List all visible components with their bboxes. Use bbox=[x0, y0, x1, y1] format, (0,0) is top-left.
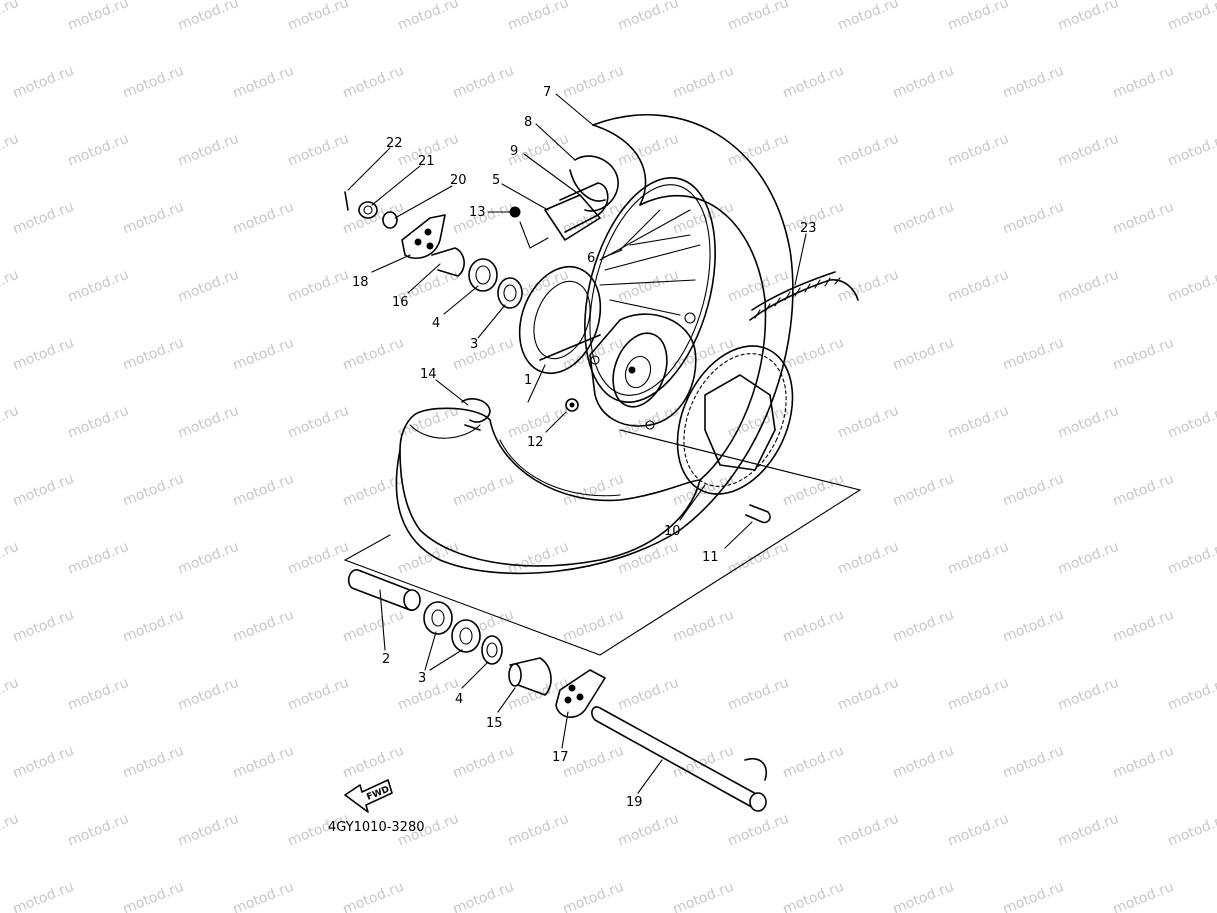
callout-22: 22 bbox=[386, 136, 403, 151]
callout-3a: 3 bbox=[470, 337, 478, 352]
callout-17: 17 bbox=[552, 750, 569, 765]
callout-14: 14 bbox=[420, 367, 437, 382]
tube-and-rim-band bbox=[544, 155, 619, 241]
callout-4a: 4 bbox=[432, 316, 440, 331]
callout-8: 8 bbox=[524, 115, 532, 130]
lower-parts bbox=[347, 569, 606, 718]
leader-lines bbox=[347, 93, 807, 794]
callout-7: 7 bbox=[543, 85, 551, 100]
axle bbox=[591, 706, 767, 812]
callout-9: 9 bbox=[510, 144, 518, 159]
callout-10: 10 bbox=[664, 524, 681, 539]
callout-2: 2 bbox=[382, 652, 390, 667]
left-side-parts bbox=[344, 191, 771, 524]
callout-13: 13 bbox=[469, 205, 486, 220]
callout-21: 21 bbox=[418, 154, 435, 169]
callout-20: 20 bbox=[450, 173, 467, 188]
callout-1: 1 bbox=[524, 373, 532, 388]
callout-11: 11 bbox=[702, 550, 719, 565]
callout-18: 18 bbox=[352, 275, 369, 290]
callout-12: 12 bbox=[527, 435, 544, 450]
callout-16: 16 bbox=[392, 295, 409, 310]
callout-6: 6 bbox=[587, 251, 595, 266]
callout-15: 15 bbox=[486, 716, 503, 731]
callout-5: 5 bbox=[492, 173, 500, 188]
callout-3b: 3 bbox=[418, 671, 426, 686]
callout-19: 19 bbox=[626, 795, 643, 810]
drive-chain bbox=[749, 271, 859, 321]
assembly-outline bbox=[343, 429, 862, 656]
diagram-code: 4GY1010-3280 bbox=[328, 820, 425, 835]
callout-23: 23 bbox=[800, 221, 817, 236]
fwd-arrow-icon: FWD bbox=[344, 779, 393, 813]
callout-4b: 4 bbox=[455, 692, 463, 707]
callout-labels: 1 2 3 3 4 4 5 6 7 8 9 10 11 12 13 14 15 … bbox=[352, 85, 817, 810]
rim-and-spokes bbox=[584, 177, 716, 403]
tire bbox=[395, 113, 794, 575]
rear-sprocket bbox=[676, 345, 794, 495]
hub bbox=[518, 265, 697, 430]
